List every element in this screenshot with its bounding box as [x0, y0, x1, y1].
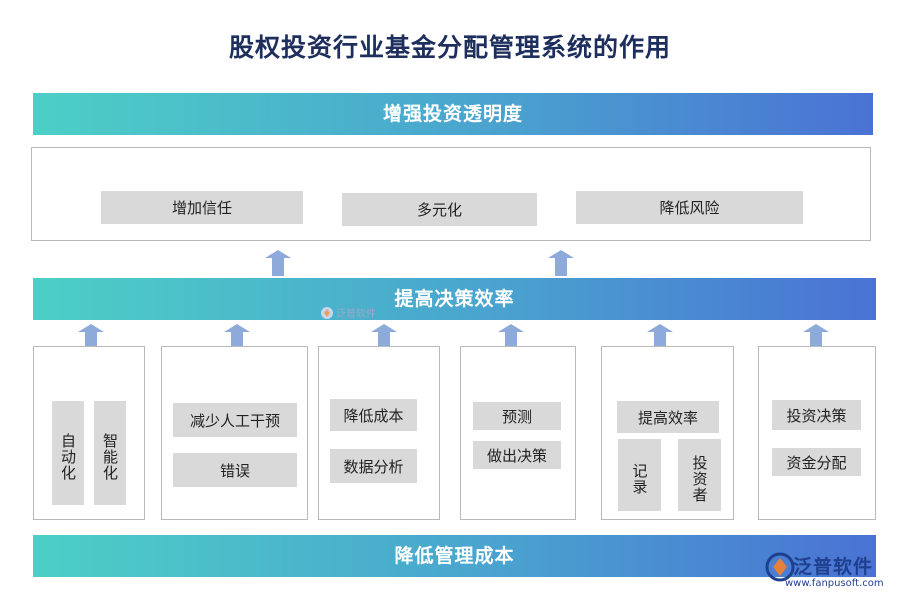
column-forecast	[460, 346, 576, 520]
watermark-logo-icon	[321, 307, 333, 319]
watermark-text: 泛普软件	[336, 309, 376, 320]
item-data-analysis: 数据分析	[330, 449, 417, 483]
item-automation: 自动化	[52, 401, 84, 505]
item-investment-decisions: 投资决策	[772, 400, 861, 430]
item-forecast: 预测	[473, 402, 561, 430]
column-cost-analysis	[318, 346, 440, 520]
column-investment-decisions	[758, 346, 876, 520]
item-reduce-manual-intervention: 减少人工干预	[173, 403, 297, 437]
column-automation	[33, 346, 145, 520]
item-increase-trust: 增加信任	[101, 191, 303, 224]
item-errors: 错误	[173, 453, 297, 487]
band-reduce-management-cost: 降低管理成本	[33, 535, 876, 577]
item-fund-allocation: 资金分配	[772, 448, 861, 476]
brand-logo-url: www.fanpusoft.com	[785, 578, 884, 589]
brand-logo-name: 泛普软件	[793, 556, 874, 578]
item-make-decisions: 做出决策	[473, 441, 561, 469]
item-investors: 投资者	[678, 439, 721, 511]
item-records: 记录	[618, 439, 661, 511]
brand-logo: 泛普软件 www.fanpusoft.com	[765, 550, 895, 594]
item-reduce-cost: 降低成本	[330, 399, 417, 431]
up-arrow-icon	[548, 250, 574, 276]
item-reduce-risk: 降低风险	[576, 191, 803, 224]
item-improve-efficiency: 提高效率	[617, 401, 719, 433]
up-arrow-icon	[265, 250, 291, 276]
band-enhance-transparency: 增强投资透明度	[33, 93, 873, 135]
brand-logo-icon	[765, 552, 795, 582]
item-diversification: 多元化	[342, 193, 537, 226]
page-title: 股权投资行业基金分配管理系统的作用	[228, 33, 671, 62]
band-improve-decision-efficiency: 提高决策效率	[33, 278, 876, 320]
item-intelligence: 智能化	[94, 401, 126, 505]
